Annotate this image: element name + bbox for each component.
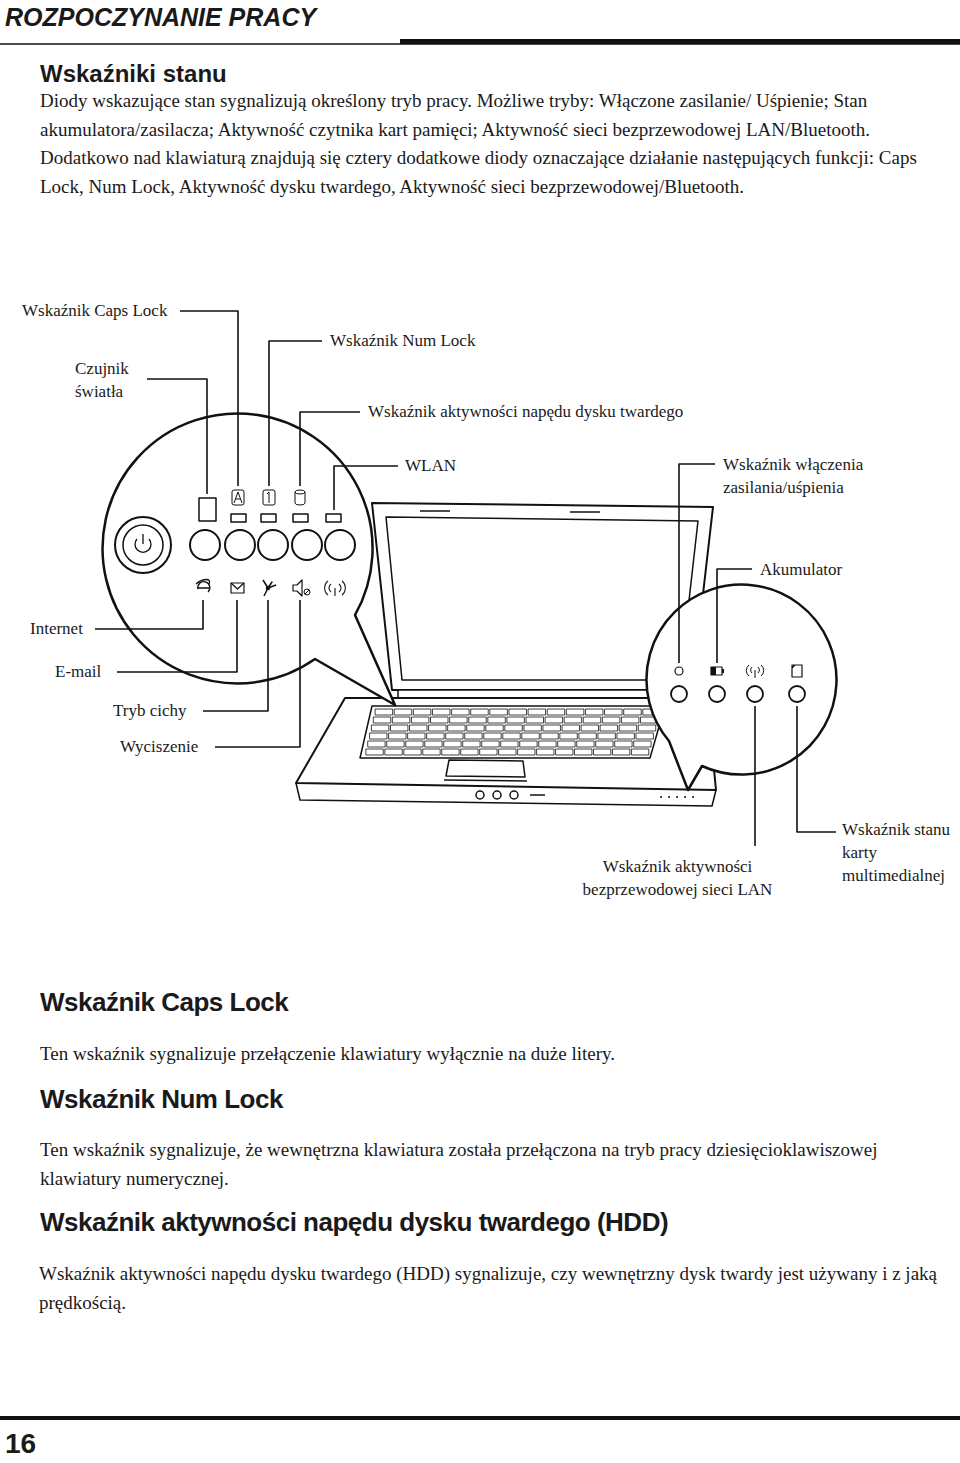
callout-label: E-mail [55,660,101,683]
section-heading: Wskaźnik aktywności napędu dysku twardeg… [40,1207,668,1238]
callout-label: Wskaźnik stanu karty multimedialnej [842,818,956,887]
section-heading: Wskaźnik Num Lock [40,1084,283,1115]
body-paragraph: Ten wskaźnik sygnalizuje przełączenie kl… [40,1040,940,1069]
callout-label: Wskaźnik aktywności bezprzewodowej sieci… [565,855,790,901]
callout-label: WLAN [405,454,456,477]
callout-label: Wskaźnik aktywności napędu dysku twardeg… [368,400,683,423]
body-paragraph: Ten wskaźnik sygnalizuje, że wewnętrzna … [40,1136,940,1193]
page-number: 16 [5,1428,36,1460]
callout-label: Wyciszenie [120,735,198,758]
callout-label: Wskaźnik Num Lock [330,329,475,352]
callout-label: Wskaźnik włączenia zasilania/uśpienia [723,453,898,499]
callout-label: Tryb cichy [113,699,187,722]
page-title: Wskaźniki stanu [40,60,227,88]
intro-paragraph: Diody wskazujące stan sygnalizują określ… [40,87,940,201]
callout-label: Akumulator [760,558,842,581]
section-header: ROZPOCZYNANIE PRACY [5,3,316,32]
callout-label: Czujnik światła [75,357,155,403]
section-heading: Wskaźnik Caps Lock [40,987,288,1018]
callout-label: Wskaźnik Caps Lock [22,299,167,322]
callout-label: Internet [30,617,83,640]
body-paragraph: Wskaźnik aktywności napędu dysku twardeg… [39,1260,957,1317]
